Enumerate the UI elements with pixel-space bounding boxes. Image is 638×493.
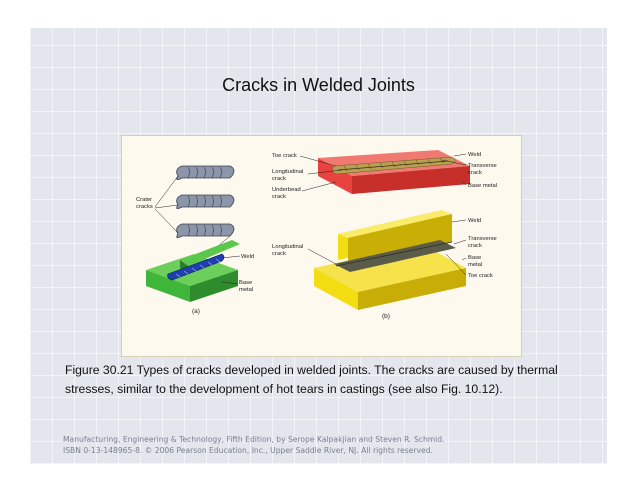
panel-b-top-plate: [318, 150, 470, 194]
base-bottom-line2: metal: [468, 262, 482, 268]
crater-bead-3: [176, 223, 235, 238]
weld-bottom-label: Weld: [468, 218, 481, 224]
underbead-line1: Underbead: [272, 187, 301, 193]
crater-bead-2: [176, 194, 235, 209]
copyright-footer: Manufacturing, Engineering & Technology,…: [63, 434, 603, 456]
transverse-top-line2: crack: [468, 170, 482, 176]
transverse-bottom-line2: crack: [468, 243, 482, 249]
panel-a-sublabel: (a): [192, 308, 200, 315]
long-crack-top-line2: crack: [272, 176, 286, 182]
toe-crack-top-label: Toe crack: [272, 153, 297, 159]
figure-illustration: Crater cracks Weld Base metal (a): [121, 135, 522, 357]
panel-a-weld-bead: [167, 253, 225, 281]
underbead-line2: crack: [272, 194, 286, 200]
panel-a-base-label-line1: Base: [239, 280, 252, 286]
crater-bead-1: [176, 165, 235, 180]
crater-label-line1: Crater: [136, 197, 152, 203]
panel-a-base-label-line2: metal: [239, 287, 253, 293]
slide-title: Cracks in Welded Joints: [222, 75, 415, 95]
weld-top-label: Weld: [468, 152, 481, 158]
slide: Cracks in Welded Joints Crater cracks: [30, 28, 607, 464]
footer-line-1: Manufacturing, Engineering & Technology,…: [63, 435, 445, 444]
weld-crack-diagram: Crater cracks Weld Base metal (a): [136, 150, 497, 320]
footer-line-2: ISBN 0-13-148965-8. © 2006 Pearson Educa…: [63, 446, 433, 455]
panel-a-weld-label: Weld: [241, 254, 254, 260]
toe-crack-bottom-label: Toe crack: [468, 273, 493, 279]
transverse-top-line1: Transverse: [468, 163, 497, 169]
base-bottom-line1: Base: [468, 255, 481, 261]
base-metal-top-label: Base metal: [468, 183, 497, 189]
figure-caption: Figure 30.21 Types of cracks developed i…: [65, 363, 558, 396]
long-crack-bottom-line1: Longitudinal: [272, 244, 303, 250]
panel-b-bottom-plate: [314, 210, 466, 310]
long-crack-bottom-line2: crack: [272, 251, 286, 257]
transverse-bottom-line1: Transverse: [468, 236, 497, 242]
long-crack-top-line1: Longitudinal: [272, 169, 303, 175]
panel-b-sublabel: (b): [382, 313, 390, 320]
crater-label-line2: cracks: [136, 204, 153, 210]
